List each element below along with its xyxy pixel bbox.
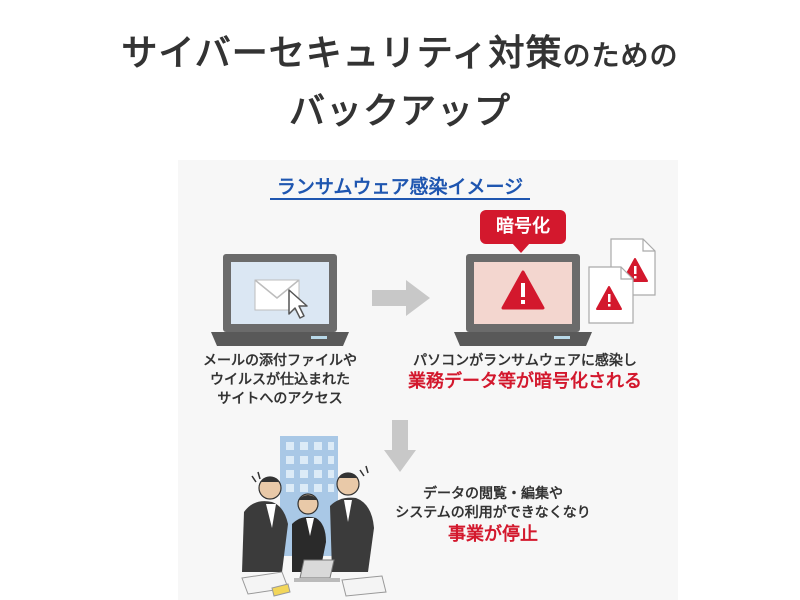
step2-caption-red: 業務データ等が暗号化される — [408, 371, 642, 392]
step3-caption-line: データの閲覧・編集や — [423, 486, 563, 502]
document-front — [588, 266, 634, 324]
encryption-badge: 暗号化 — [480, 210, 566, 244]
desk-laptop-icon — [294, 559, 340, 582]
worker-middle — [292, 493, 326, 572]
page-title-line1: サイバーセキュリティ対策のための — [0, 24, 800, 76]
step1-caption-line: サイトへのアクセス — [217, 391, 343, 407]
step2-caption-line: パソコンがランサムウェアに感染し — [413, 353, 637, 369]
worker-left — [242, 476, 288, 572]
title-small: のための — [562, 39, 679, 72]
worry-marks — [251, 465, 369, 483]
laptop-base — [211, 332, 349, 346]
step1-caption-line: メールの添付ファイルや — [203, 353, 357, 369]
laptop-email-icon — [211, 254, 349, 346]
arrow-down-icon — [384, 420, 416, 472]
laptop-warning-icon — [454, 254, 592, 346]
title-main: サイバーセキュリティ対策 — [121, 33, 563, 74]
encrypted-documents-icon — [588, 238, 656, 324]
step1-caption-line: ウイルスが仕込まれた — [210, 372, 350, 388]
warning-triangle-icon — [501, 270, 545, 310]
office-workers-illustration — [241, 436, 387, 597]
worker-right — [330, 472, 374, 572]
step3-caption-red: 事業が停止 — [448, 524, 538, 545]
step1-caption: メールの添付ファイルや ウイルスが仕込まれた サイトへのアクセス — [180, 352, 380, 409]
cursor-icon — [288, 289, 308, 319]
badge-tail — [512, 243, 530, 253]
arrow-right-icon — [372, 280, 430, 316]
scattered-papers — [241, 571, 387, 597]
page-title-line2: バックアップ — [288, 91, 511, 132]
laptop-base — [454, 332, 592, 346]
step2-caption: パソコンがランサムウェアに感染し — [390, 352, 660, 371]
subtitle-underline — [270, 198, 530, 200]
step3-caption: データの閲覧・編集や システムの利用ができなくなり — [378, 485, 608, 523]
step3-caption-line: システムの利用ができなくなり — [395, 505, 591, 521]
diagram-subtitle: ランサムウェア感染イメージ — [276, 176, 524, 198]
